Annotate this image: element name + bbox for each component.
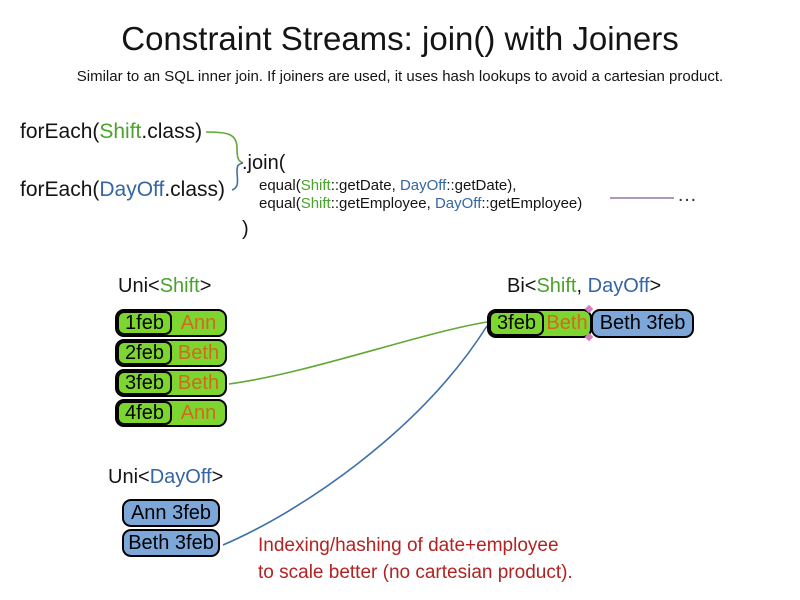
bi-shift-part: 3feb Beth — [487, 309, 592, 338]
uni-shift-table: 1feb Ann 2feb Beth 3feb Beth 4feb Ann — [115, 309, 227, 429]
label-text: Uni< — [108, 466, 150, 488]
code-text: .class) — [164, 178, 226, 201]
employee-cell: Beth — [177, 371, 220, 394]
label-text: Bi< — [507, 275, 537, 297]
employee-cell: Ann — [180, 311, 217, 334]
shift-class-token: Shift — [159, 275, 200, 297]
shift-class-token: Shift — [99, 120, 142, 143]
bi-result-row: 3feb Beth Beth 3feb — [487, 309, 694, 338]
dayoff-class-token: DayOff — [149, 466, 212, 488]
uni-shift-label: Uni<Shift> — [118, 275, 211, 298]
code-foreach-dayoff: forEach(DayOff.class) — [20, 178, 225, 202]
code-equal-employee: equal(Shift::getEmployee, DayOff::getEmp… — [259, 195, 582, 212]
code-text: ::getEmployee, — [330, 195, 435, 212]
date-cell: 3feb — [117, 371, 172, 395]
page-title: Constraint Streams: join() with Joiners — [121, 20, 679, 57]
uni-dayoff-table: Ann 3feb Beth 3feb — [122, 499, 220, 559]
label-text: > — [199, 275, 212, 297]
date-cell: 2feb — [117, 341, 172, 365]
note-line-1: Indexing/hashing of date+employee — [258, 535, 559, 556]
label-text: Uni< — [118, 275, 160, 297]
shift-class-token: Shift — [300, 177, 331, 194]
more-joiners-ellipsis: … — [677, 184, 697, 206]
label-text: > — [649, 275, 662, 297]
date-cell: 1feb — [117, 311, 172, 335]
page-subtitle: Similar to an SQL inner join. If joiners… — [76, 68, 724, 85]
code-text: ::getDate, — [330, 177, 400, 194]
indexing-note: Indexing/hashing of date+employee to scal… — [258, 532, 573, 586]
label-text: , — [576, 275, 588, 297]
join-result-line-dayoff — [222, 325, 488, 546]
table-row: Ann 3feb — [122, 499, 220, 527]
dayoff-class-token: DayOff — [434, 195, 482, 212]
dayoff-class-token: DayOff — [587, 275, 650, 297]
code-text: equal( — [259, 195, 301, 212]
code-text: forEach( — [20, 120, 100, 143]
table-row: 2feb Beth — [115, 339, 227, 367]
shift-class-token: Shift — [300, 195, 331, 212]
table-row: Beth 3feb — [122, 529, 220, 557]
date-cell: 3feb — [489, 311, 544, 336]
dayoff-class-token: DayOff — [399, 177, 447, 194]
code-text: ::getEmployee) — [481, 195, 583, 212]
code-text: .class) — [141, 120, 203, 143]
note-line-2: to scale better (no cartesian product). — [258, 562, 573, 583]
brace-connector-green — [205, 131, 244, 164]
employee-cell: Beth — [177, 341, 220, 364]
date-cell: 4feb — [117, 401, 172, 425]
code-foreach-shift: forEach(Shift.class) — [20, 120, 202, 144]
label-text: > — [211, 466, 224, 488]
code-equal-date: equal(Shift::getDate, DayOff::getDate), — [259, 177, 516, 194]
uni-dayoff-label: Uni<DayOff> — [108, 466, 223, 489]
code-text: forEach( — [20, 178, 100, 201]
code-text: ::getDate), — [446, 177, 517, 194]
dayoff-class-token: DayOff — [99, 178, 165, 201]
table-row: 1feb Ann — [115, 309, 227, 337]
join-result-line-shift — [228, 321, 488, 385]
table-row: 3feb Beth — [115, 369, 227, 397]
table-row: 4feb Ann — [115, 399, 227, 427]
shift-class-token: Shift — [536, 275, 577, 297]
employee-cell: Beth — [546, 312, 588, 334]
code-join-close: ) — [242, 218, 249, 240]
code-text: equal( — [259, 177, 301, 194]
bi-dayoff-part: Beth 3feb — [591, 309, 694, 338]
bi-label: Bi<Shift, DayOff> — [507, 275, 661, 298]
employee-cell: Ann — [180, 401, 217, 424]
code-join-open: .join( — [242, 152, 286, 174]
